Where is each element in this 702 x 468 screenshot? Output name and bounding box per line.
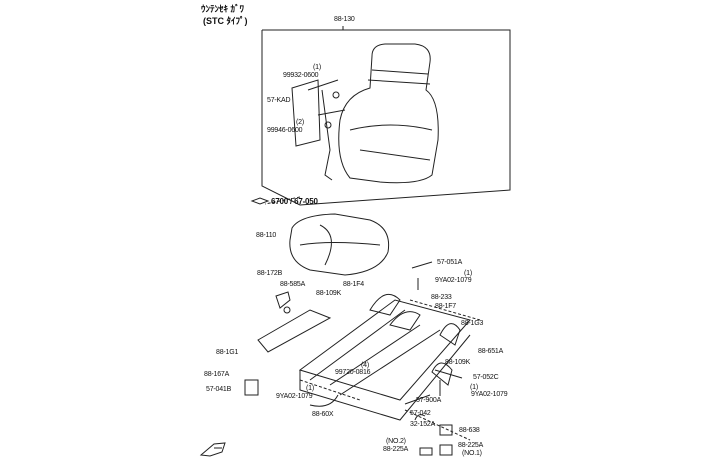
part-label: 57-042 xyxy=(410,410,431,417)
part-label: 57-900A xyxy=(416,397,442,404)
part-label: 88-130 xyxy=(334,16,355,23)
part-label: 88-172B xyxy=(257,270,283,277)
section-title: ｳﾝﾃﾝｾｷ ｶﾞﾜ xyxy=(201,4,245,14)
part-label: 88-585A xyxy=(280,281,306,288)
part-label: 57-KAD xyxy=(267,97,291,104)
quantity-label: (4) xyxy=(361,362,369,369)
quantity-label: (1) xyxy=(464,270,472,277)
small-parts-icons xyxy=(244,261,463,456)
part-label: 88-225A xyxy=(458,442,484,449)
part-label: 88-1G3 xyxy=(461,320,484,327)
part-label: 88-110 xyxy=(256,232,277,239)
reference-arrow-icon xyxy=(250,197,270,205)
quantity-label: (1) xyxy=(313,64,321,71)
seat-frame-icon xyxy=(257,299,471,421)
part-label: 9YA02-1079 xyxy=(435,277,472,284)
part-label: 99946-0600 xyxy=(267,127,303,134)
part-label: 88-651A xyxy=(478,348,504,355)
quantity-label: (1) xyxy=(306,385,314,392)
part-label: 9YA02-1079 xyxy=(276,393,313,400)
part-label: 88-60X xyxy=(312,411,334,418)
part-label: 57-052C xyxy=(473,374,499,381)
section-subtitle: (STC ﾀｲﾌﾟ) xyxy=(203,16,248,26)
seat-cushion-icon xyxy=(289,213,390,276)
part-label: 57-051A xyxy=(437,259,463,266)
part-label: 99932-0600 xyxy=(283,72,319,79)
reference-link[interactable]: 6700 / 67-050 xyxy=(271,197,318,206)
part-label: 88-233 xyxy=(431,294,452,301)
part-label: 88-225A xyxy=(383,446,409,453)
part-label: 88-109K xyxy=(316,290,342,297)
part-label: 32-152A xyxy=(410,421,436,428)
seat-back-icon xyxy=(338,43,439,184)
part-label: 57-041B xyxy=(206,386,232,393)
quantity-label: (1) xyxy=(470,384,478,391)
part-label: 9YA02-1079 xyxy=(471,391,508,398)
note-label: (NO.1) xyxy=(462,450,482,457)
note-label: (NO.2) xyxy=(386,438,406,445)
side-trim-icon xyxy=(291,79,346,181)
part-label: 88-1F7 xyxy=(435,303,456,310)
quantity-label: (2) xyxy=(296,119,304,126)
part-label: 88-167A xyxy=(204,371,230,378)
part-label: 88-109K xyxy=(445,359,471,366)
part-label: 99720-0816 xyxy=(335,369,371,376)
front-arrow-icon xyxy=(199,442,226,457)
seat-back-frame-box xyxy=(261,26,511,206)
part-label: 88-638 xyxy=(459,427,480,434)
part-label: 88-1G1 xyxy=(216,349,239,356)
part-label: 88-1F4 xyxy=(343,281,364,288)
